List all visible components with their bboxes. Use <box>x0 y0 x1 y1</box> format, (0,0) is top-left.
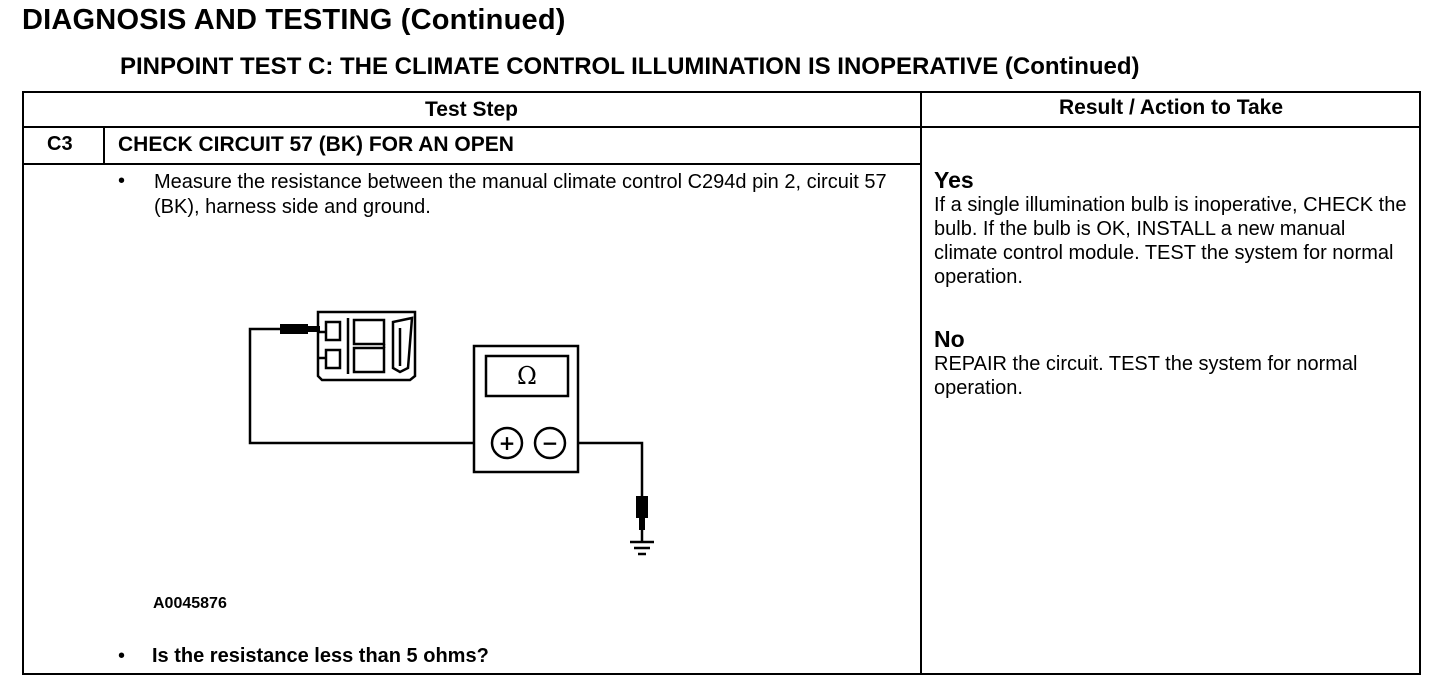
step-instruction: Measure the resistance between the manua… <box>154 171 887 218</box>
pinpoint-test-title: PINPOINT TEST C: THE CLIMATE CONTROL ILL… <box>120 53 1140 80</box>
ground-symbol <box>630 530 654 556</box>
step-title: CHECK CIRCUIT 57 (BK) FOR AN OPEN <box>118 133 514 156</box>
ohm-symbol: Ω <box>517 362 537 390</box>
figure-id: A0045876 <box>153 595 227 612</box>
ground-probe <box>636 496 648 530</box>
result-header: Result / Action to Take <box>1058 96 1284 119</box>
step-id-divider <box>103 126 105 164</box>
yes-label: Yes <box>934 167 974 193</box>
bullet-1: • <box>118 170 126 192</box>
step-row-divider <box>22 163 921 165</box>
yes-action: If a single illumination bulb is inopera… <box>934 194 1407 288</box>
step-id: C3 <box>47 133 73 155</box>
header-divider <box>22 126 1421 128</box>
page-title: DIAGNOSIS AND TESTING (Continued) <box>22 4 566 36</box>
minus-terminal-icon: − <box>542 431 559 455</box>
ohmmeter <box>472 344 580 474</box>
connector-c294d <box>316 310 417 382</box>
ohmmeter-diagram: Ω + − <box>248 310 654 556</box>
positive-lead <box>248 327 488 445</box>
negative-lead <box>568 441 644 496</box>
step-question: Is the resistance less than 5 ohms? <box>152 645 489 667</box>
test-step-header: Test Step <box>425 98 518 121</box>
no-label: No <box>934 326 965 352</box>
plus-terminal-icon: + <box>499 431 516 455</box>
test-table <box>22 91 1421 675</box>
column-divider <box>920 91 922 675</box>
no-action: REPAIR the circuit. TEST the system for … <box>934 353 1358 399</box>
bullet-2: • <box>118 645 126 667</box>
connector-probe <box>280 324 320 334</box>
